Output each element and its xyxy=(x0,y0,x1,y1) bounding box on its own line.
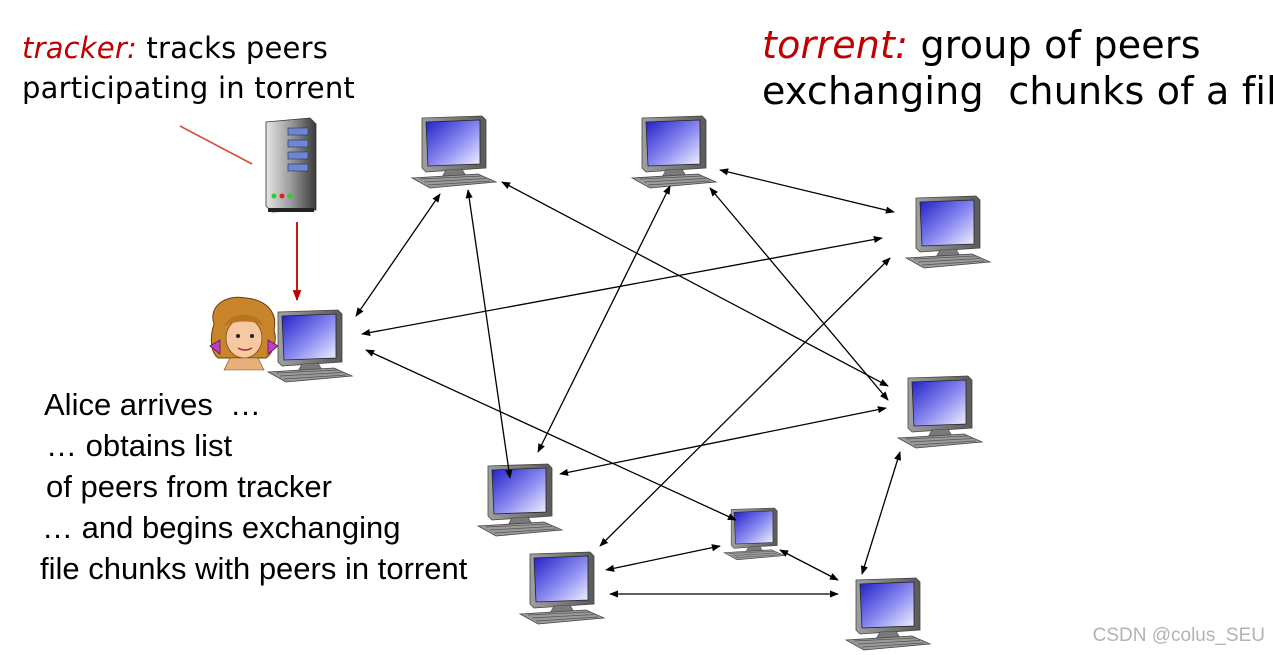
alice-caption-line: … and begins exchanging xyxy=(42,510,401,545)
alice-caption-line: of peers from tracker xyxy=(46,469,332,504)
computer-icon-bottom-far-left xyxy=(519,551,605,625)
computer-icon-alice xyxy=(267,309,353,383)
computer-icon-bottom-right xyxy=(845,577,931,651)
tracker-pointer-line xyxy=(179,125,253,165)
alice-caption-line: … obtains list xyxy=(46,428,233,463)
computer-icon-bottom-small xyxy=(723,507,785,561)
alice-caption-line: Alice arrives … xyxy=(44,387,262,422)
alice-caption: Alice arrives … … obtains list of peers … xyxy=(40,384,467,589)
tracker-term: tracker: xyxy=(22,31,137,65)
computer-icon-top-middle xyxy=(631,115,717,189)
alice-avatar-icon xyxy=(209,296,279,371)
tracker-desc-line2: participating in torrent xyxy=(22,71,356,105)
server-icon xyxy=(265,117,317,213)
torrent-desc-line1: group of peers xyxy=(908,23,1201,67)
computer-icon-right-upper xyxy=(905,195,991,269)
computer-icon-right-lower xyxy=(897,375,983,449)
tracker-caption: tracker: tracks peers participating in t… xyxy=(22,28,355,108)
torrent-term: torrent: xyxy=(762,23,909,67)
watermark: CSDN @colus_SEU xyxy=(1092,625,1265,646)
computer-icon-bottom-left xyxy=(477,463,563,537)
tracker-desc-line1: tracks peers xyxy=(136,31,329,65)
torrent-desc-line2: exchanging chunks of a file xyxy=(762,69,1273,113)
alice-caption-line: file chunks with peers in torrent xyxy=(40,551,468,586)
torrent-caption: torrent: group of peers exchanging chunk… xyxy=(762,22,1273,114)
peer-connections xyxy=(355,168,902,598)
computer-icon-top-left xyxy=(411,115,497,189)
